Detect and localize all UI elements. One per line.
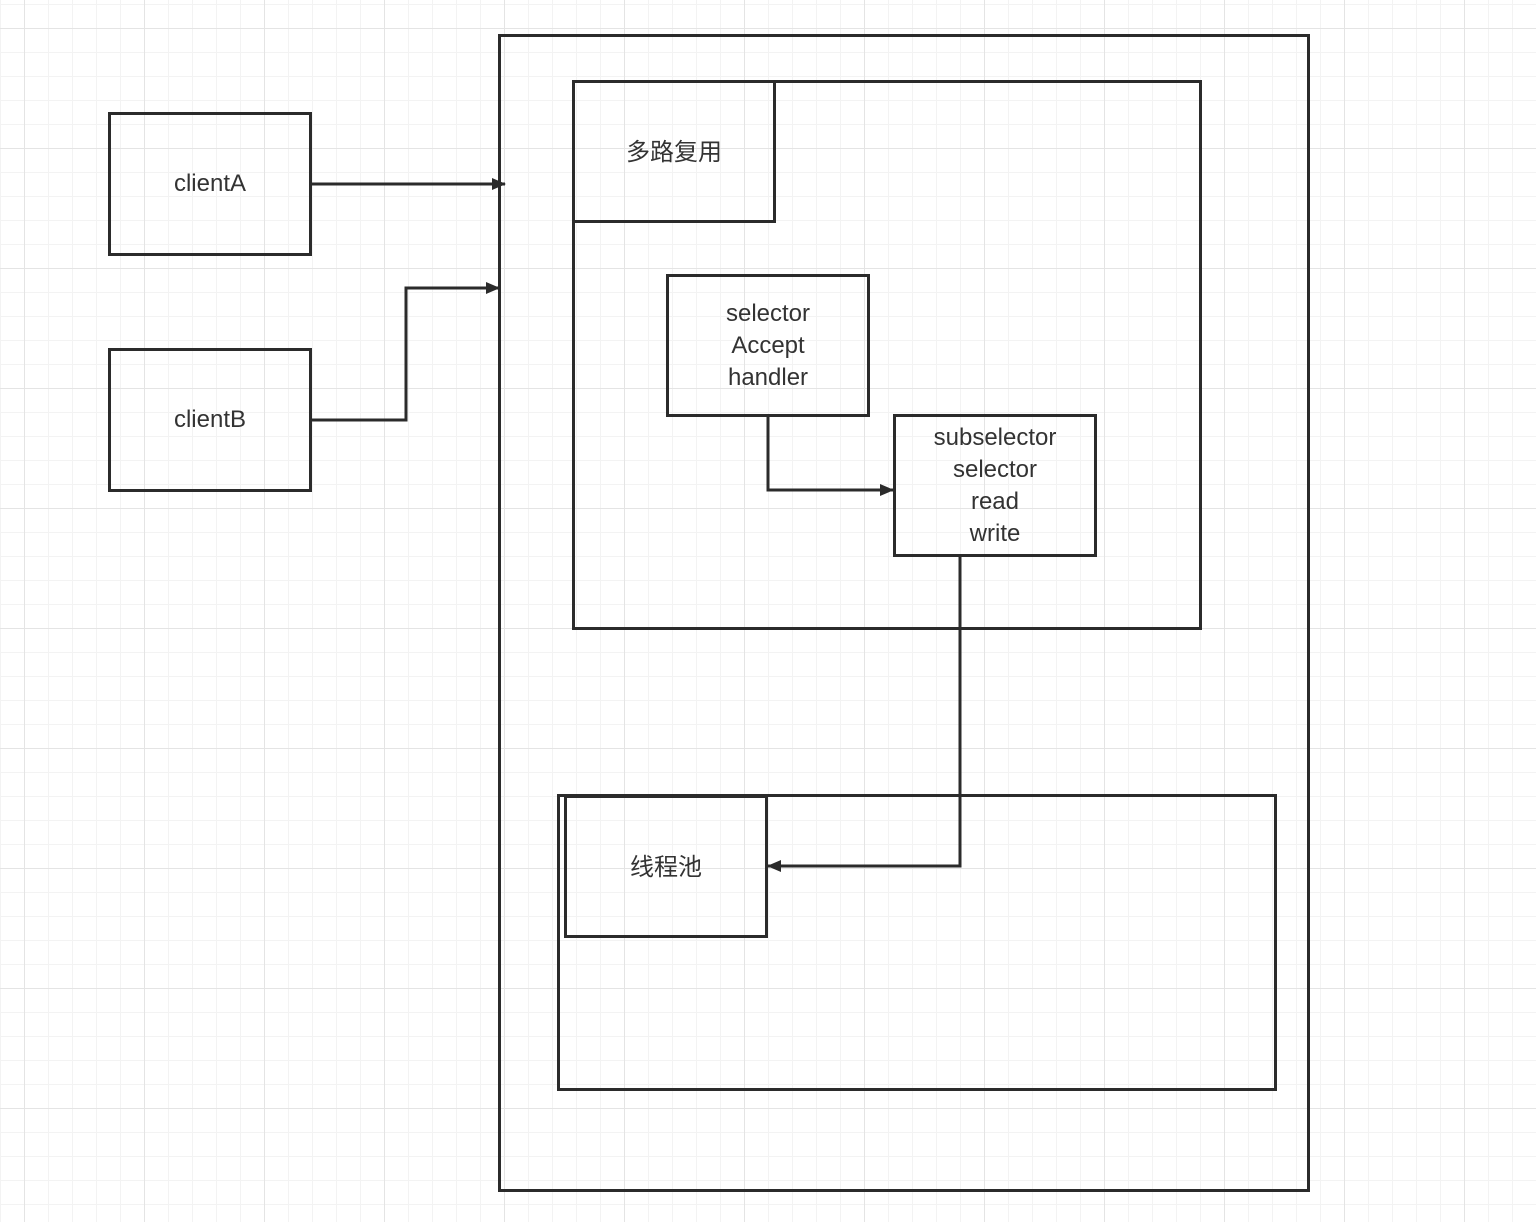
subselector-line-1: subselector (933, 423, 1057, 451)
subselector-box: subselector selector read write (893, 414, 1097, 557)
client-a-label: clientA (173, 170, 247, 197)
client-b-label: clientB (173, 406, 247, 433)
client-b-box: clientB (108, 348, 312, 492)
multiplex-region (572, 80, 1202, 630)
client-a-box: clientA (108, 112, 312, 256)
subselector-to-threadpool-arrow (767, 557, 962, 872)
clientB-to-server-arrow (311, 282, 500, 422)
selector-line-1: selector (725, 299, 811, 327)
subselector-line-2: selector (952, 455, 1038, 483)
selector-line-3: handler (727, 363, 809, 391)
thread-pool-region (557, 794, 1277, 1091)
server-container (498, 34, 1310, 1192)
subselector-line-4: write (969, 519, 1021, 547)
multiplex-title: 多路复用 (626, 137, 722, 166)
selector-line-2: Accept (731, 331, 805, 359)
selector-accept-handler-box: selector Accept handler (666, 274, 870, 417)
thread-pool-title: 线程池 (630, 852, 702, 881)
subselector-line-3: read (970, 487, 1020, 515)
selector-to-subselector-arrow (766, 416, 894, 496)
thread-pool-title-box: 线程池 (564, 795, 768, 938)
multiplex-title-box: 多路复用 (572, 80, 776, 223)
